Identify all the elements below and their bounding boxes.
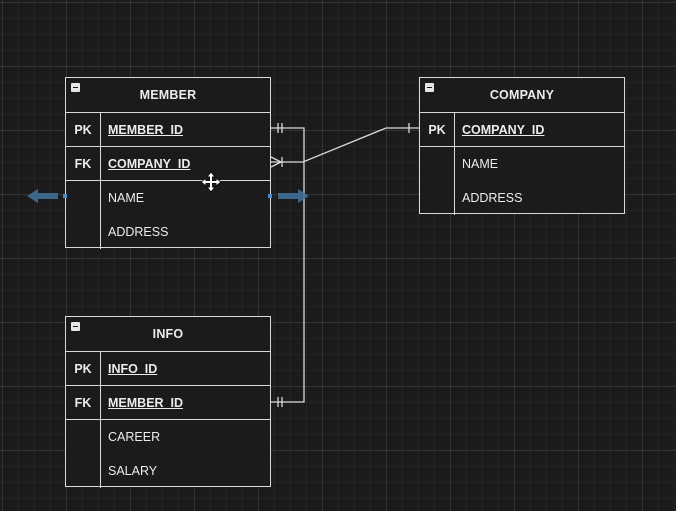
entity-info-header[interactable]: INFO (66, 317, 270, 352)
connect-arrow-right-icon[interactable] (268, 189, 309, 203)
column-name: SALARY (108, 464, 158, 478)
entity-company[interactable]: COMPANY PK COMPANY_ID NAME ADDRESS (419, 77, 625, 215)
key-type-fk: FK (66, 147, 101, 180)
info-row-career[interactable]: CAREER (66, 420, 270, 454)
key-type-pk: PK (66, 113, 101, 146)
column-name: INFO_ID (108, 361, 158, 376)
member-row-name[interactable]: NAME (66, 181, 270, 215)
column-name: ADDRESS (462, 191, 523, 205)
entity-company-title: COMPANY (489, 88, 555, 102)
move-cursor-icon (200, 171, 222, 193)
connect-arrow-left-icon[interactable] (27, 189, 67, 203)
key-type-empty (66, 181, 101, 215)
key-type-pk: PK (66, 352, 101, 385)
key-type-empty (66, 215, 101, 249)
key-type-empty (66, 454, 101, 488)
entity-info-title: INFO (152, 327, 184, 341)
relationship-member-company[interactable] (270, 123, 419, 168)
column-name: NAME (462, 157, 499, 171)
key-type-fk: FK (66, 386, 101, 419)
column-name: CAREER (108, 430, 161, 444)
collapse-icon[interactable] (71, 83, 80, 92)
column-name: NAME (108, 191, 145, 205)
collapse-icon[interactable] (425, 83, 434, 92)
relationship-info-member[interactable] (271, 123, 305, 407)
key-type-empty (420, 181, 455, 215)
column-name: COMPANY_ID (462, 122, 545, 137)
column-name: COMPANY_ID (108, 156, 191, 171)
entity-company-header[interactable]: COMPANY (420, 78, 624, 113)
member-row-member-id[interactable]: PK MEMBER_ID (66, 113, 270, 147)
column-name: MEMBER_ID (108, 122, 184, 137)
collapse-icon[interactable] (71, 322, 80, 331)
entity-member-header[interactable]: MEMBER (66, 78, 270, 113)
member-row-company-id[interactable]: FK COMPANY_ID (66, 147, 270, 181)
company-row-name[interactable]: NAME (420, 147, 624, 181)
info-row-member-id[interactable]: FK MEMBER_ID (66, 386, 270, 420)
entity-member-title: MEMBER (139, 88, 197, 102)
key-type-empty (420, 147, 455, 181)
key-type-pk: PK (420, 113, 455, 146)
member-row-address[interactable]: ADDRESS (66, 215, 270, 249)
info-row-salary[interactable]: SALARY (66, 454, 270, 488)
column-name: MEMBER_ID (108, 395, 184, 410)
company-row-company-id[interactable]: PK COMPANY_ID (420, 113, 624, 147)
info-row-info-id[interactable]: PK INFO_ID (66, 352, 270, 386)
company-row-address[interactable]: ADDRESS (420, 181, 624, 215)
key-type-empty (66, 420, 101, 454)
entity-member[interactable]: MEMBER PK MEMBER_ID FK COMPANY_ID NAME A… (65, 77, 271, 249)
column-name: ADDRESS (108, 225, 169, 239)
entity-info[interactable]: INFO PK INFO_ID FK MEMBER_ID CAREER SALA… (65, 316, 271, 488)
